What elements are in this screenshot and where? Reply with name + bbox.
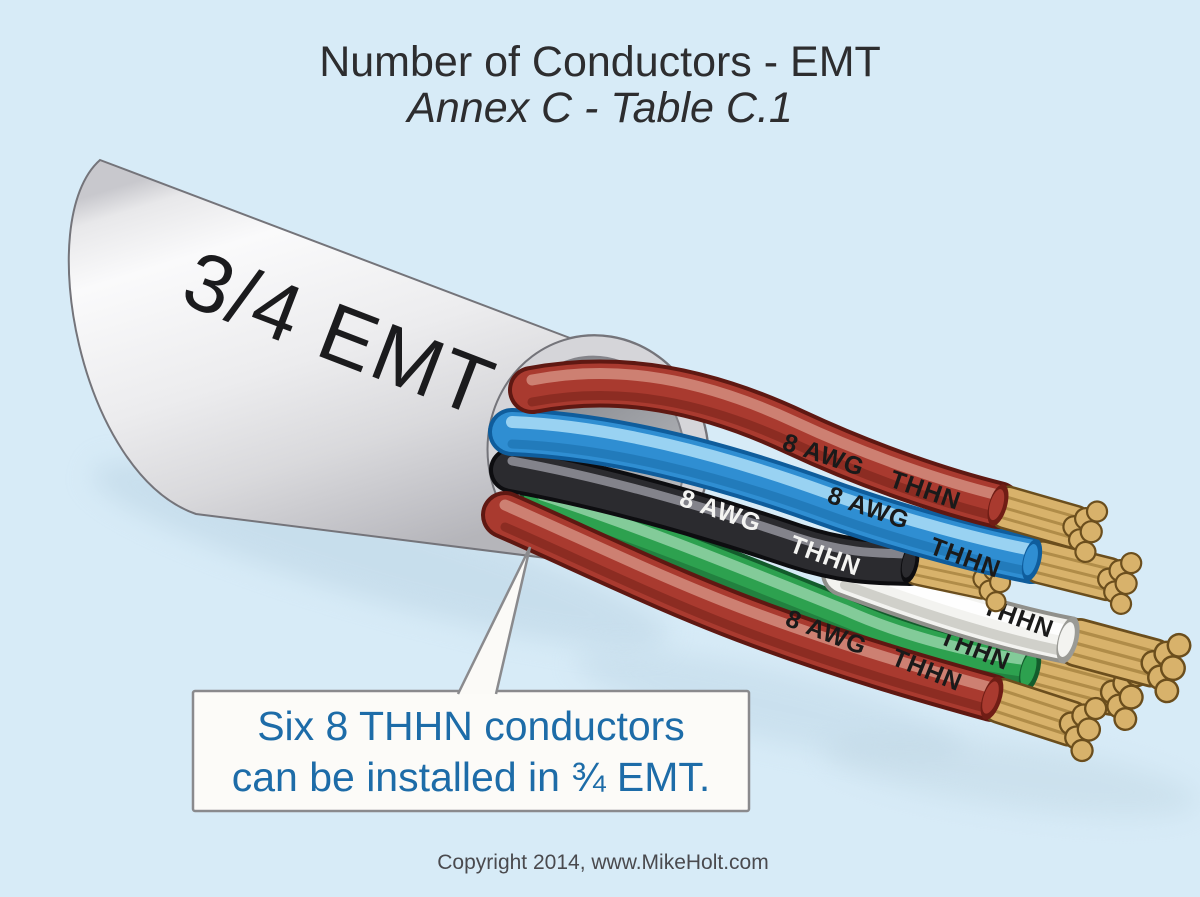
page-header: Number of Conductors - EMT Annex C - Tab… [319, 38, 881, 132]
wire-blue: 8 AWG THHN [488, 408, 1146, 618]
copper-strands [1015, 634, 1153, 735]
wire-black: 8 AWG THHN [489, 447, 1018, 615]
wire-red-top: 8 AWG THHN [508, 359, 1112, 566]
copper-strands [1019, 527, 1146, 618]
callout-text-line2: can be installed in ¾ EMT. [232, 754, 711, 800]
copper-strands [976, 664, 1111, 766]
page-title: Number of Conductors - EMT [319, 38, 881, 86]
page-subtitle: Annex C - Table C.1 [404, 84, 793, 132]
copper-strands [1053, 603, 1195, 707]
callout-pointer [456, 546, 532, 695]
callout-text-line1: Six 8 THHN conductors [257, 703, 685, 749]
wires: THHN THHN 8 AWG THH [481, 359, 1195, 766]
copyright-text: Copyright 2014, www.MikeHolt.com [437, 851, 768, 874]
wire-red-bottom: 8 AWG THHN [481, 491, 1111, 766]
callout: Six 8 THHN conductors can be installed i… [191, 546, 751, 813]
copper-strands [984, 472, 1112, 566]
